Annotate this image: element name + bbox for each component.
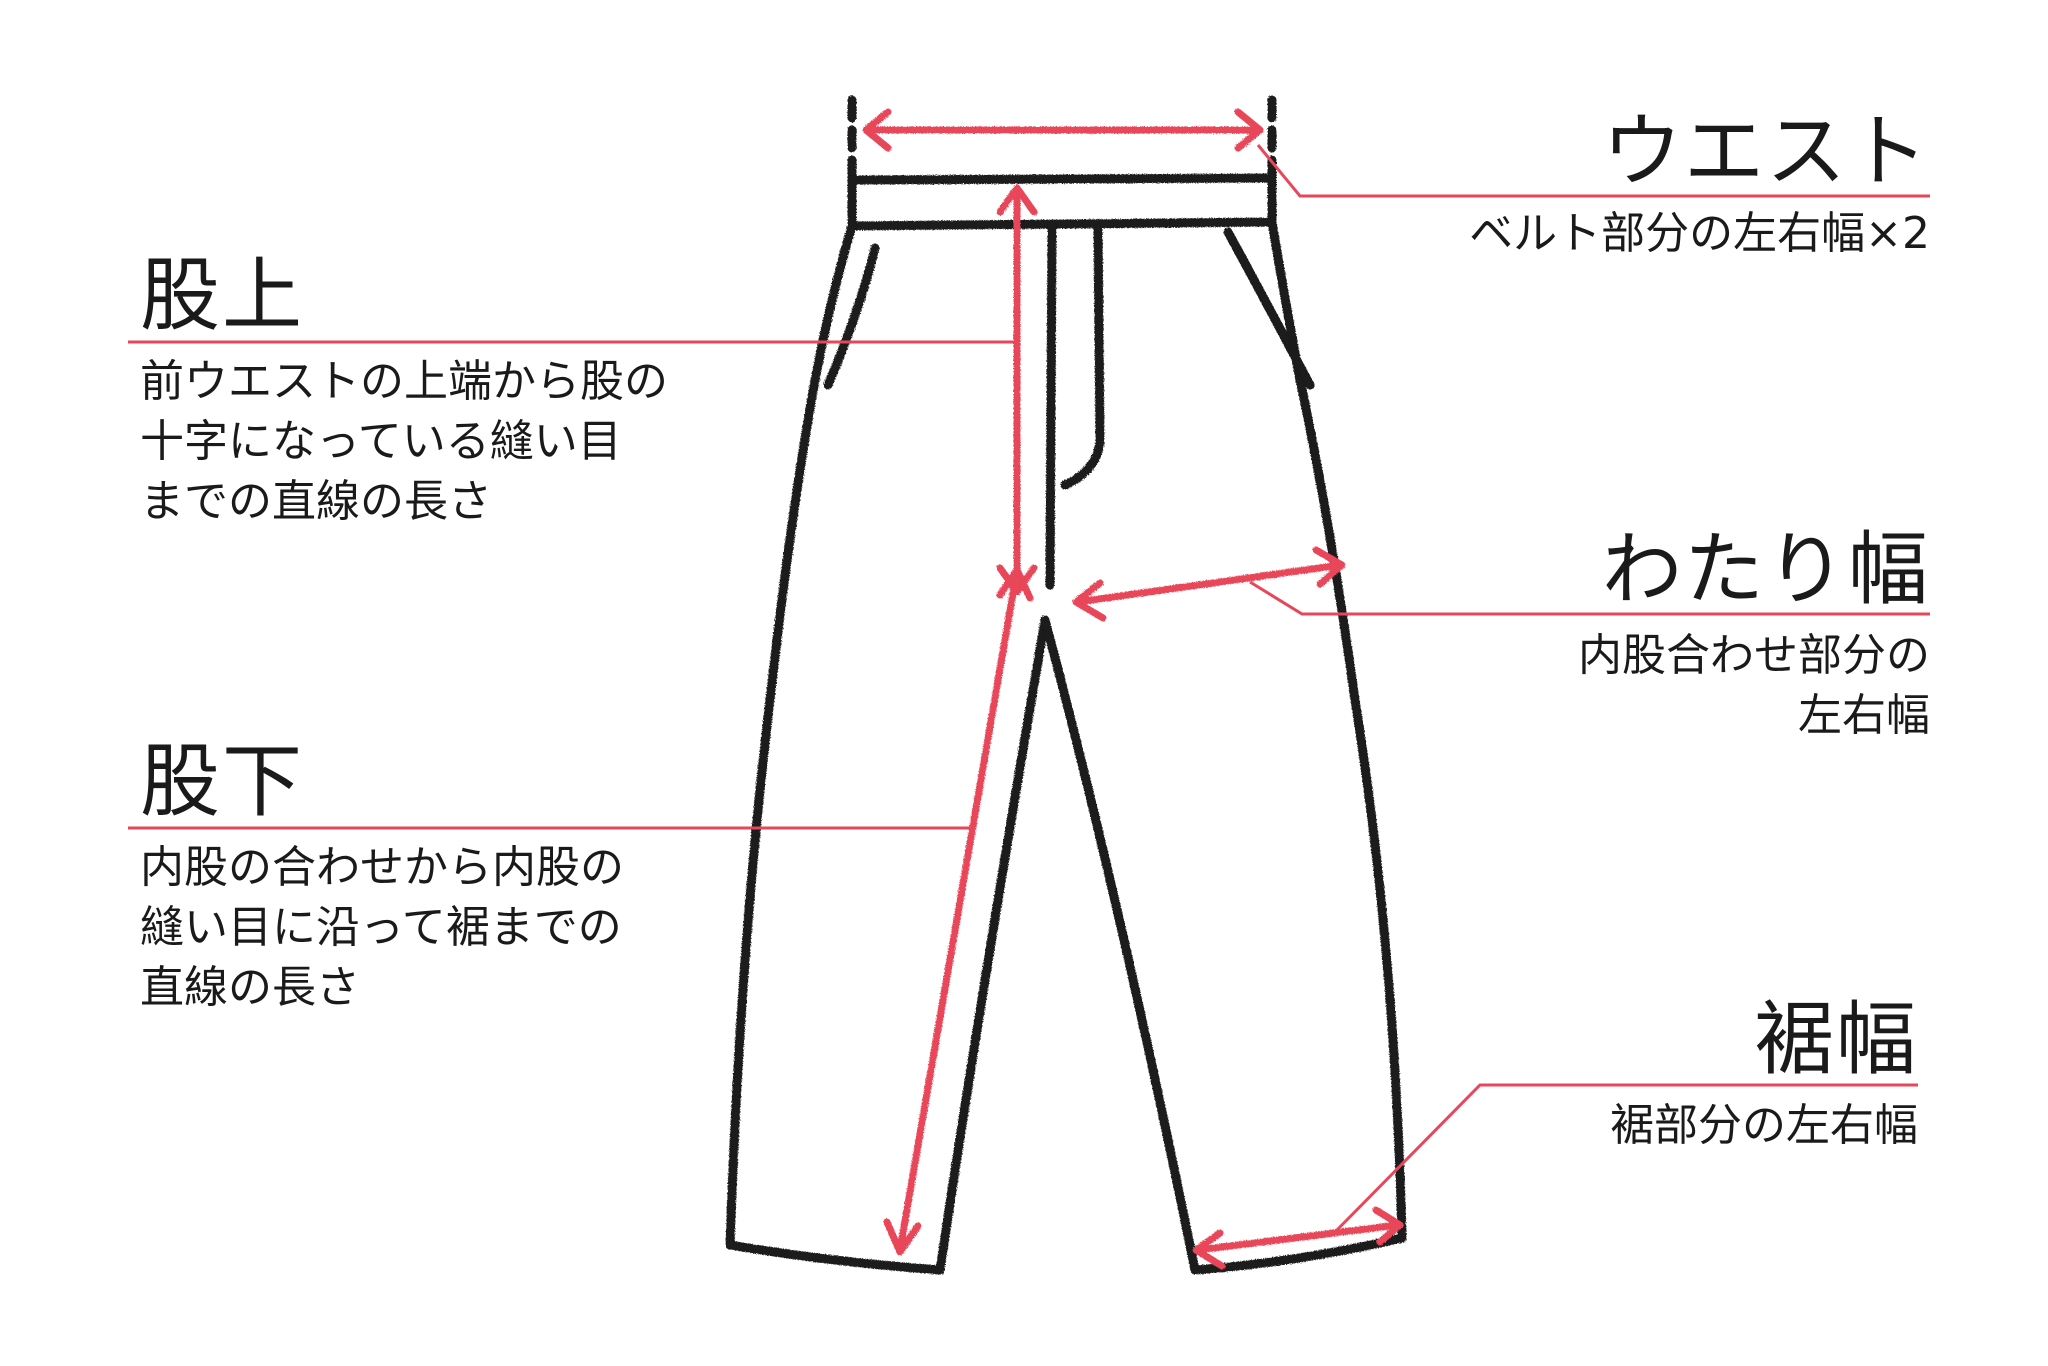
thigh-label: わたり幅 内股合わせ部分の 左右幅 xyxy=(1578,530,1930,746)
inseam-title: 股下 xyxy=(140,735,304,828)
rise-desc: 前ウエストの上端から股の 十字になっている縫い目 までの直線の長さ xyxy=(140,356,668,527)
left-leg-outer xyxy=(725,221,857,1250)
hem-arrowhead-right xyxy=(1372,1206,1404,1246)
right-pocket xyxy=(1223,227,1315,390)
rise-title: 股上 xyxy=(140,249,304,342)
inseam-arrowhead-top xyxy=(996,566,1034,602)
rise-arrowhead-bottom xyxy=(996,564,1038,596)
inseam-label: 股下 内股の合わせから内股の 縫い目に沿って裾までの 直線の長さ xyxy=(140,742,624,1018)
left-leg-inner xyxy=(935,615,1050,1275)
hem-arrow xyxy=(1194,1221,1402,1254)
waist-title: ウエスト xyxy=(1602,105,1930,198)
rise-label: 股上 前ウエストの上端から股の 十字になっている縫い目 までの直線の長さ xyxy=(140,256,668,532)
waist-leader xyxy=(1256,144,1930,198)
waist-arrowhead-left xyxy=(862,108,892,152)
fly-curve xyxy=(1060,223,1105,490)
hem-label: 裾幅 裾部分の左右幅 xyxy=(1610,1000,1918,1156)
left-hem xyxy=(725,1240,945,1275)
thigh-arrowhead-right xyxy=(1312,546,1346,588)
leader-lines xyxy=(128,144,1930,1234)
thigh-desc: 内股合わせ部分の 左右幅 xyxy=(1578,630,1930,741)
thigh-leader xyxy=(1249,580,1930,616)
inseam-desc: 内股の合わせから内股の 縫い目に沿って裾までの 直線の長さ xyxy=(140,842,624,1013)
right-leg-outer xyxy=(1267,217,1407,1243)
waistband-top xyxy=(847,173,1277,185)
pants-outline xyxy=(725,95,1407,1275)
thigh-arrowhead-left xyxy=(1072,579,1107,622)
right-hem xyxy=(1190,1233,1407,1275)
thigh-title: わたり幅 xyxy=(1602,523,1930,616)
hem-arrowhead-left xyxy=(1192,1229,1226,1270)
hem-title: 裾幅 xyxy=(1754,993,1918,1086)
measurement-arrows xyxy=(862,108,1404,1270)
inseam-arrow xyxy=(896,566,1021,1254)
waist-desc: ベルト部分の左右幅×2 xyxy=(1469,208,1930,259)
hem-desc: 裾部分の左右幅 xyxy=(1610,1100,1918,1151)
waist-arrowhead-right xyxy=(1234,108,1264,152)
waistband-bottom xyxy=(847,217,1277,231)
hem-leader xyxy=(1333,1083,1918,1234)
inseam-arrowhead-bottom xyxy=(883,1218,922,1256)
right-leg-inner xyxy=(1040,615,1200,1275)
thigh-arrow xyxy=(1074,561,1344,606)
left-pocket xyxy=(823,243,880,390)
fly-line xyxy=(1045,221,1057,590)
rise-arrowhead-top xyxy=(996,184,1038,216)
waist-label: ウエスト ベルト部分の左右幅×2 xyxy=(1469,112,1930,264)
